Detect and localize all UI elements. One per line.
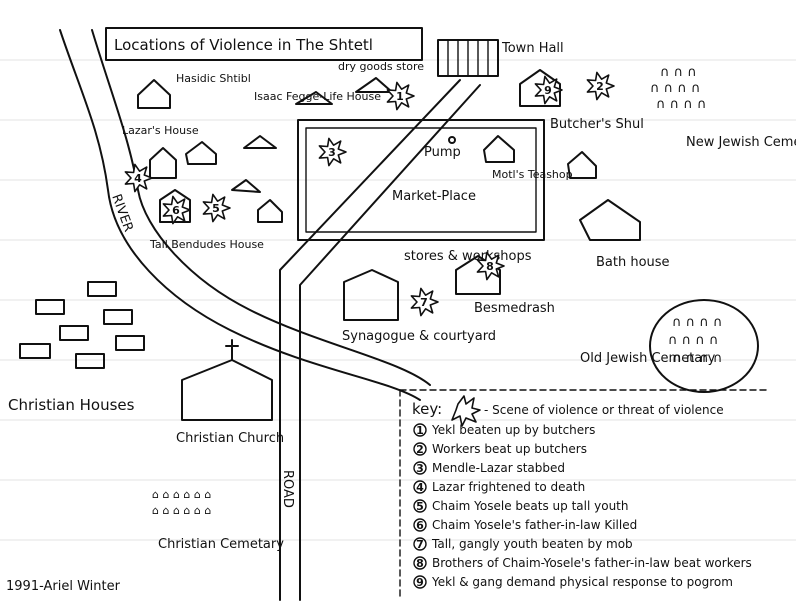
violence-burst-icon xyxy=(124,163,153,193)
tall-house-label: Tall Bendudes House xyxy=(149,238,264,251)
market-label: Market-Place xyxy=(392,189,476,204)
violence-burst-number: 6 xyxy=(172,204,180,217)
key-entry-number-circle xyxy=(413,423,427,437)
violence-burst-number: 2 xyxy=(596,80,604,93)
svg-text:∩ ∩ ∩ ∩: ∩ ∩ ∩ ∩ xyxy=(650,81,700,96)
violence-burst-number: 5 xyxy=(212,202,220,215)
christian-cemetery: ⌂ ⌂ ⌂ ⌂ ⌂ ⌂ ⌂ ⌂ ⌂ ⌂ ⌂ ⌂ Christian Cemeta… xyxy=(152,488,284,552)
dry-goods-label: dry goods store xyxy=(338,60,424,73)
svg-text:⌂ ⌂ ⌂ ⌂ ⌂ ⌂: ⌂ ⌂ ⌂ ⌂ ⌂ ⌂ xyxy=(152,488,211,501)
road-label: ROAD xyxy=(280,470,295,508)
violence-burst-number: 8 xyxy=(486,260,494,273)
key-legend: - Scene of violence or threat of violenc… xyxy=(484,403,724,417)
key-entry-number-circle xyxy=(413,461,427,475)
violence-burst-number: 4 xyxy=(134,172,142,185)
violence-burst-number: 1 xyxy=(396,90,404,103)
key-entry-text: Yekl beaten up by butchers xyxy=(431,423,595,437)
key-entry-number: 5 xyxy=(416,500,424,513)
key-entry-number-circle xyxy=(413,537,427,551)
synagogue-label: Synagogue & courtyard xyxy=(342,329,496,344)
place-labels: dry goods store Hasidic Shtibl Isaac Feg… xyxy=(122,60,670,344)
christian-cemetery-label: Christian Cemetary xyxy=(158,537,284,552)
svg-text:∩ ∩ ∩ ∩: ∩ ∩ ∩ ∩ xyxy=(668,333,718,348)
new-cemetery-label: New Jewish Cemetery xyxy=(686,135,796,150)
old-cemetery-label: Old Jewish Cemetary xyxy=(580,351,716,366)
key-entry-number: 2 xyxy=(416,443,424,456)
violence-burst-number: 9 xyxy=(544,84,552,97)
key-entry-number: 8 xyxy=(416,557,424,570)
violence-burst-icon xyxy=(586,71,615,101)
svg-text:∩ ∩ ∩ ∩: ∩ ∩ ∩ ∩ xyxy=(672,315,722,330)
christian-church: Christian Church xyxy=(176,339,284,446)
market-square: Pump Market-Place xyxy=(297,119,545,241)
isaac-house-label: Isaac Fegge-Life House xyxy=(254,90,381,103)
violence-burst-icon xyxy=(476,251,505,281)
christian-houses: Christian Houses xyxy=(8,281,145,414)
violence-burst-icon xyxy=(202,193,231,223)
town-hall-label: Town Hall xyxy=(501,41,564,56)
christian-houses-label-1: Christian Houses xyxy=(8,396,135,414)
motls-label: Motl's Teashop xyxy=(492,168,573,181)
old-jewish-cemetery: ∩ ∩ ∩ ∩ ∩ ∩ ∩ ∩ ∩ ∩ ∩ ∩ Old Jewish Cemet… xyxy=(580,299,759,393)
signature: 1991-Ariel Winter xyxy=(6,579,121,594)
key-entry-text: Mendle-Lazar stabbed xyxy=(432,461,565,475)
road: ROAD xyxy=(279,79,481,601)
key-entry-text: Workers beat up butchers xyxy=(432,442,587,456)
key-entry-number: 4 xyxy=(416,481,424,494)
key-entry-number: 9 xyxy=(416,576,424,589)
violence-burst-number: 7 xyxy=(420,296,428,309)
violence-burst-number: 3 xyxy=(328,146,336,159)
christian-church-label: Christian Church xyxy=(176,431,284,446)
key-entry-number-circle xyxy=(413,575,427,589)
hasidic-shtibl-label: Hasidic Shtibl xyxy=(176,72,251,85)
key-entry-number-circle xyxy=(413,499,427,513)
key-entry-text: Yekl & gang demand physical response to … xyxy=(431,575,733,589)
violence-burst-icon xyxy=(162,195,191,225)
bathhouse-label: Bath house xyxy=(596,255,670,270)
houses xyxy=(137,69,641,321)
violence-burst-icon xyxy=(318,137,347,167)
map-title: Locations of Violence in The Shtetl xyxy=(114,36,373,54)
lazars-house-label: Lazar's House xyxy=(122,124,199,137)
key-entry-number-circle xyxy=(413,518,427,532)
town-hall: Town Hall xyxy=(437,39,564,77)
key-entry-text: Lazar frightened to death xyxy=(432,480,585,494)
svg-text:∩ ∩ ∩ ∩: ∩ ∩ ∩ ∩ xyxy=(672,351,722,366)
svg-text:⌂ ⌂ ⌂ ⌂ ⌂ ⌂: ⌂ ⌂ ⌂ ⌂ ⌂ ⌂ xyxy=(152,504,211,517)
besmedrash-label: Besmedrash xyxy=(474,301,555,316)
key-entry-number: 6 xyxy=(416,519,424,532)
key-entry-number: 3 xyxy=(416,462,424,475)
key-entry-text: Chaim Yosele beats up tall youth xyxy=(432,499,628,513)
violence-burst-icon xyxy=(386,81,415,111)
svg-text:∩ ∩ ∩: ∩ ∩ ∩ xyxy=(660,65,697,80)
key-entry-text: Brothers of Chaim-Yosele's father-in-law… xyxy=(432,556,752,570)
violence-burst-icon xyxy=(410,287,439,317)
river: RIVER xyxy=(59,29,431,401)
title-box: Locations of Violence in The Shtetl xyxy=(105,27,423,61)
key-entry-number: 7 xyxy=(416,538,424,551)
violence-burst-icon xyxy=(534,75,563,105)
key-title: key: xyxy=(412,400,442,418)
violence-bursts: 1 2 3 4 5 6 7 8 9 xyxy=(124,71,615,317)
key-burst-icon xyxy=(451,395,481,427)
key-entry-number-circle xyxy=(413,442,427,456)
key-entries: 1 Yekl beaten up by butchers 2 Workers beat… xyxy=(413,423,752,589)
key-entry-text: Chaim Yosele's father-in-law Killed xyxy=(432,518,637,532)
key-entry-number: 1 xyxy=(416,424,424,437)
new-jewish-cemetery: ∩ ∩ ∩ ∩ ∩ ∩ ∩ ∩ ∩ ∩ ∩ New Jewish Cemeter… xyxy=(650,65,796,150)
butchers-shul-label: Butcher's Shul xyxy=(550,117,644,132)
key-box: key: - Scene of violence or threat of vi… xyxy=(399,389,771,601)
stores-label: stores & workshops xyxy=(404,249,532,264)
pump-label: Pump xyxy=(424,145,461,160)
key-entry-number-circle xyxy=(413,556,427,570)
key-entry-number-circle xyxy=(413,480,427,494)
key-entry-text: Tall, gangly youth beaten by mob xyxy=(431,537,633,551)
svg-text:∩ ∩ ∩ ∩: ∩ ∩ ∩ ∩ xyxy=(656,97,706,112)
